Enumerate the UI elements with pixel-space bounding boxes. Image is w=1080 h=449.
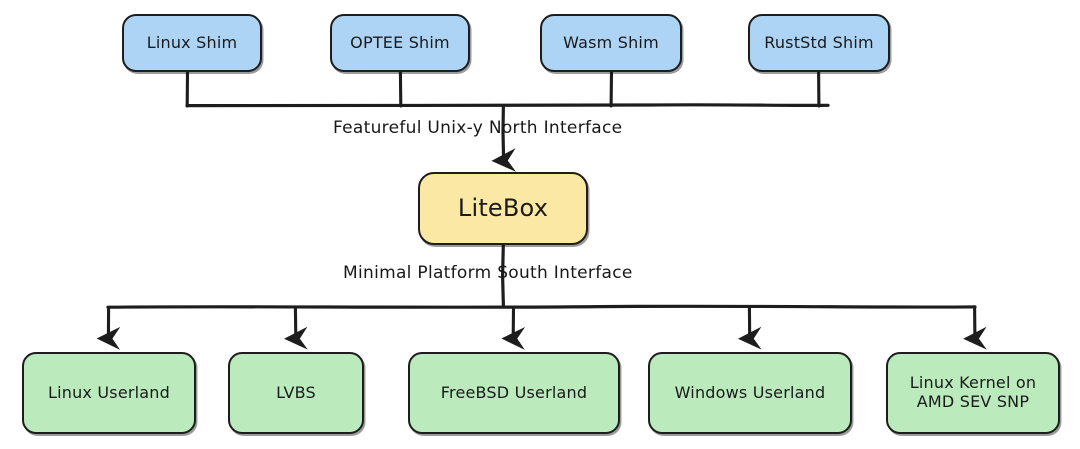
node-label: OPTEE Shim <box>350 32 450 52</box>
node-label: RustStd Shim <box>764 32 874 52</box>
node-optee-shim[interactable]: OPTEE Shim <box>330 14 470 72</box>
node-litebox[interactable]: LiteBox <box>418 172 588 245</box>
node-label: FreeBSD Userland <box>440 382 588 402</box>
node-linux-userland[interactable]: Linux Userland <box>22 352 196 434</box>
node-label: Linux Userland <box>47 382 170 402</box>
node-linux-shim[interactable]: Linux Shim <box>122 14 262 72</box>
node-wasm-shim[interactable]: Wasm Shim <box>540 14 682 72</box>
node-label: LVBS <box>276 382 316 402</box>
north-shim-stems <box>185 70 821 108</box>
south-interface-bus <box>106 304 977 309</box>
node-ruststd-shim[interactable]: RustStd Shim <box>748 14 890 72</box>
node-label: Windows Userland <box>674 382 826 402</box>
node-label: Wasm Shim <box>563 32 659 52</box>
node-lvbs[interactable]: LVBS <box>228 352 364 434</box>
north-interface-bus <box>185 103 830 108</box>
edge-label-north-interface: Featureful Unix-y North Interface <box>333 118 623 138</box>
edge-label-south-interface: Minimal Platform South Interface <box>343 263 633 283</box>
node-label: Linux Shim <box>146 32 238 52</box>
south-platform-arrows <box>96 306 987 350</box>
node-label: LiteBox <box>457 194 549 223</box>
node-linux-kernel-amd-sev-snp[interactable]: Linux Kernel on AMD SEV SNP <box>886 352 1060 434</box>
node-windows-userland[interactable]: Windows Userland <box>648 352 852 434</box>
node-label: Linux Kernel on AMD SEV SNP <box>909 373 1037 411</box>
node-freebsd-userland[interactable]: FreeBSD Userland <box>408 352 620 434</box>
